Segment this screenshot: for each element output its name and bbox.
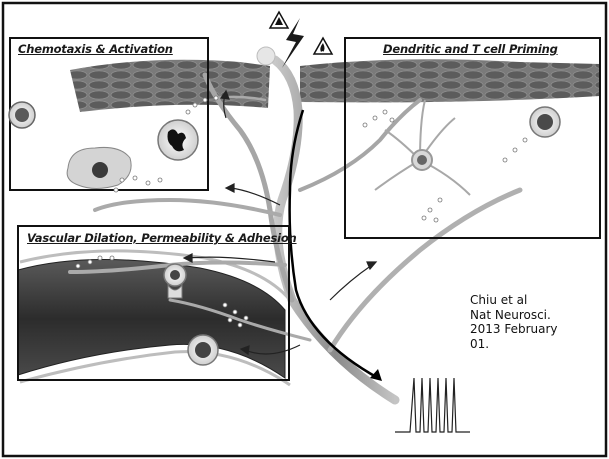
neutrophil bbox=[158, 120, 198, 160]
epithelium-left bbox=[70, 60, 270, 112]
citation-line: Chiu et al bbox=[470, 293, 558, 308]
vascular-panel-title: Vascular Dilation, Permeability & Adhesi… bbox=[27, 231, 297, 245]
t-cell bbox=[530, 107, 560, 137]
circulating-leukocyte bbox=[188, 335, 218, 365]
stimulus-droplet bbox=[257, 47, 275, 65]
citation-line: 2013 February bbox=[470, 322, 558, 337]
immune-cell-left bbox=[9, 102, 35, 128]
chemotaxis-panel-title: Chemotaxis & Activation bbox=[18, 42, 173, 56]
citation-line: Nat Neurosci. bbox=[470, 308, 558, 323]
citation-line: 01. bbox=[470, 337, 558, 352]
priming-panel-title: Dendritic and T cell Priming bbox=[383, 42, 558, 56]
citation: Chiu et al Nat Neurosci. 2013 February 0… bbox=[470, 293, 558, 351]
